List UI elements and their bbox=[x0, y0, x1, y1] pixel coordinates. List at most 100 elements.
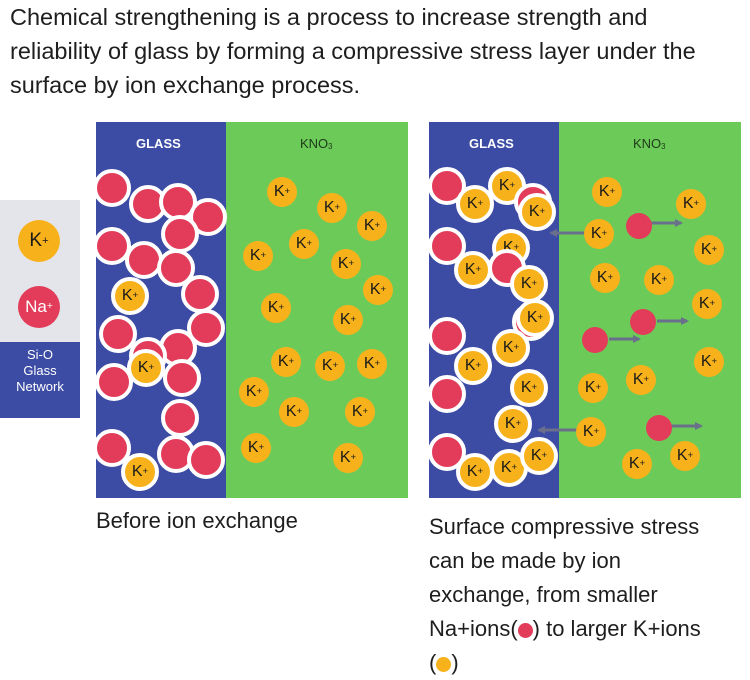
k-ion: K+ bbox=[510, 265, 548, 303]
k-ion: K+ bbox=[239, 377, 269, 407]
k-ion-label: K bbox=[249, 247, 261, 264]
na-ion bbox=[626, 213, 652, 239]
k-ion-label: K bbox=[598, 183, 610, 200]
k-ion: K+ bbox=[454, 347, 492, 385]
k-ion-label: K bbox=[121, 287, 133, 304]
k-ion-label: K bbox=[466, 195, 478, 212]
caption-after-line3: exchange, from smaller bbox=[429, 582, 658, 607]
na-ion bbox=[125, 241, 163, 279]
caption-after: Surface compressive stress can be made b… bbox=[429, 510, 701, 680]
k-ion-label: K bbox=[339, 449, 351, 466]
k-ion: K+ bbox=[333, 443, 363, 473]
k-ion: K+ bbox=[694, 347, 724, 377]
na-ion bbox=[187, 309, 225, 347]
k-ion: K+ bbox=[626, 365, 656, 395]
legend: K+ Na+ Si-O Glass Network bbox=[0, 200, 80, 418]
na-ion bbox=[93, 227, 131, 265]
k-ion: K+ bbox=[676, 189, 706, 219]
k-ion: K+ bbox=[456, 453, 494, 491]
k-ion-label: K bbox=[528, 203, 540, 220]
k-ion-label: K bbox=[632, 371, 644, 388]
k-ion-label: K bbox=[700, 353, 712, 370]
k-ion: K+ bbox=[454, 251, 492, 289]
k-ion: K+ bbox=[315, 351, 345, 381]
k-ion: K+ bbox=[357, 211, 387, 241]
k-ion: K+ bbox=[121, 453, 159, 491]
k-ion: K+ bbox=[363, 275, 393, 305]
glass-header: GLASS bbox=[136, 136, 181, 151]
kno3-header: KNO3 bbox=[633, 136, 666, 151]
na-ion bbox=[582, 327, 608, 353]
k-ion: K+ bbox=[279, 397, 309, 427]
k-ion-label: K bbox=[273, 183, 285, 200]
k-ion-label: K bbox=[584, 379, 596, 396]
k-ion-label: K bbox=[464, 261, 476, 278]
k-ion-label: K bbox=[323, 199, 335, 216]
k-ion-label: K bbox=[676, 447, 688, 464]
k-ion-label: K bbox=[520, 275, 532, 292]
caption-after-line2: can be made by ion bbox=[429, 548, 622, 573]
k-ion-label: K bbox=[698, 295, 710, 312]
kno3-header: KNO3 bbox=[300, 136, 333, 151]
caption-line4-a: Na+ions( bbox=[429, 616, 518, 641]
k-ion: K+ bbox=[692, 289, 722, 319]
k-ion-label: K bbox=[247, 439, 259, 456]
k-ion-label: K bbox=[466, 463, 478, 480]
k-ion: K+ bbox=[345, 397, 375, 427]
na-ion bbox=[163, 359, 201, 397]
caption-line5-a: ( bbox=[429, 650, 437, 675]
k-ion-label: K bbox=[628, 455, 640, 472]
k-ion: K+ bbox=[127, 349, 165, 387]
intro-text: Chemical strengthening is a process to i… bbox=[10, 4, 696, 98]
kno3-header-text: KNO bbox=[633, 136, 662, 151]
k-ion: K+ bbox=[243, 241, 273, 271]
k-ion-label: K bbox=[682, 195, 694, 212]
k-ion-label: K bbox=[369, 281, 381, 298]
k-ion-label: K bbox=[339, 311, 351, 328]
k-ion-label: K bbox=[596, 269, 608, 286]
na-ion bbox=[646, 415, 672, 441]
k-dot-icon bbox=[436, 657, 452, 672]
k-ion-label: K bbox=[502, 239, 514, 256]
na-ion bbox=[187, 441, 225, 479]
k-ion-label: K bbox=[363, 355, 375, 372]
k-ion: K+ bbox=[516, 299, 554, 337]
k-ion-label: K bbox=[337, 255, 349, 272]
caption-line4-b: ) to larger K+ions bbox=[532, 616, 701, 641]
k-ion: K+ bbox=[644, 265, 674, 295]
k-ion-label: K bbox=[700, 241, 712, 258]
caption-after-line1: Surface compressive stress bbox=[429, 514, 700, 539]
k-ion: K+ bbox=[584, 219, 614, 249]
k-ion: K+ bbox=[494, 405, 532, 443]
k-ion-label: K bbox=[295, 235, 307, 252]
na-ion bbox=[93, 169, 131, 207]
k-ion: K+ bbox=[590, 263, 620, 293]
k-ion: K+ bbox=[289, 229, 319, 259]
k-ion-label: K bbox=[245, 383, 257, 400]
k-ion: K+ bbox=[622, 449, 652, 479]
k-ion-label: K bbox=[131, 463, 143, 480]
k-ion: K+ bbox=[492, 329, 530, 367]
k-ion: K+ bbox=[592, 177, 622, 207]
k-ion: K+ bbox=[576, 417, 606, 447]
k-ion-label: K bbox=[582, 423, 594, 440]
k-ion-label: K bbox=[137, 359, 149, 376]
k-ion: K+ bbox=[261, 293, 291, 323]
k-ion-label: K bbox=[500, 459, 512, 476]
legend-na-ion: Na+ bbox=[18, 286, 60, 328]
na-dot-icon bbox=[517, 623, 533, 638]
k-ion-label: K bbox=[590, 225, 602, 242]
legend-na-label: Na bbox=[25, 297, 47, 316]
na-ion bbox=[428, 317, 466, 355]
k-ion-label: K bbox=[285, 403, 297, 420]
k-ion: K+ bbox=[490, 449, 528, 487]
k-ion: K+ bbox=[271, 347, 301, 377]
k-ion-label: K bbox=[530, 447, 542, 464]
legend-network-line1: Si-O bbox=[27, 347, 53, 362]
k-ion: K+ bbox=[241, 433, 271, 463]
k-ion: K+ bbox=[578, 373, 608, 403]
caption-after-line4: Na+ions( ) to larger K+ions bbox=[429, 612, 701, 646]
caption-after-line5: () bbox=[429, 646, 701, 680]
legend-network: Si-O Glass Network bbox=[0, 342, 80, 418]
k-ion: K+ bbox=[694, 235, 724, 265]
